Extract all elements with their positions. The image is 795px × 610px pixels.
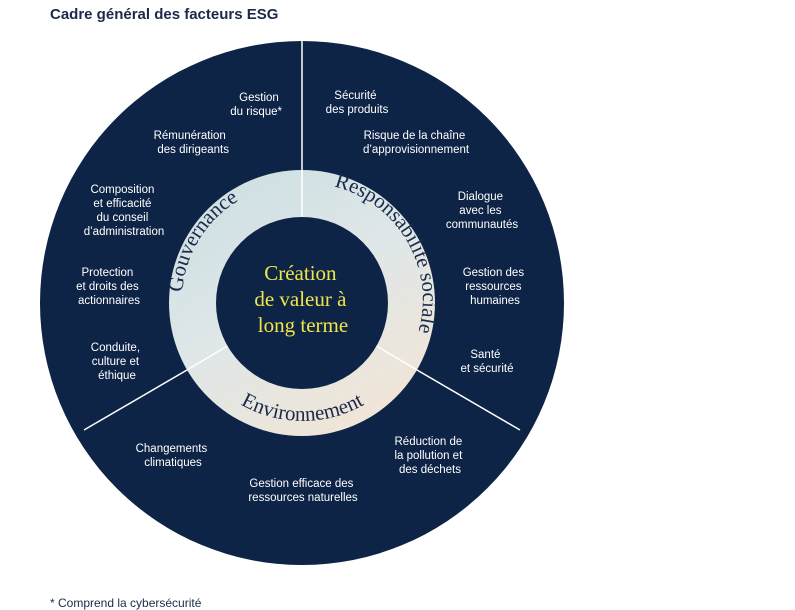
item-remuneration: Rémunération des dirigeants xyxy=(154,130,230,156)
item-dialogue-communautes: Dialogue avec les communautés xyxy=(446,191,518,231)
footnote: * Comprend la cybersécurité xyxy=(50,596,202,610)
item-ressources-naturelles: Gestion efficace des ressources naturell… xyxy=(248,478,358,504)
item-chaine-approvisionnement: Risque de la chaîne d’approvisionnement xyxy=(363,130,470,156)
item-sante-securite: Santé et sécurité xyxy=(460,349,513,375)
item-ressources-humaines: Gestion des ressources humaines xyxy=(463,267,528,307)
divider-right xyxy=(416,369,521,431)
item-gestion-risque: Gestion du risque* xyxy=(230,92,282,118)
item-changements-climatiques: Changements climatiques xyxy=(136,443,211,469)
page-title: Cadre général des facteurs ESG xyxy=(50,6,279,23)
item-securite-produits: Sécurité des produits xyxy=(326,90,389,116)
center-title: Création de valeur à long terme xyxy=(254,261,351,337)
center-circle xyxy=(216,217,388,389)
item-reduction-pollution: Réduction de la pollution et des déchets xyxy=(395,436,466,476)
ring-divider-right xyxy=(374,344,418,371)
item-composition-conseil: Composition et efficacité du conseil d’a… xyxy=(84,184,165,238)
ring-divider-left xyxy=(186,344,230,371)
divider-left xyxy=(83,369,188,431)
item-protection-actionnaires: Protection et droits des actionnaires xyxy=(76,267,142,307)
item-conduite-ethique: Conduite, culture et éthique xyxy=(91,342,143,382)
